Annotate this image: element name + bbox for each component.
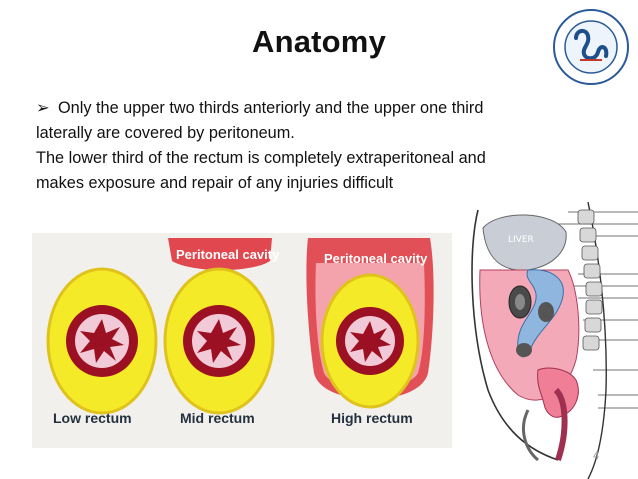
slide-body: ➢Only the upper two thirds anteriorly an… [36, 96, 606, 196]
text-line: laterally are covered by peritoneum. [36, 124, 295, 142]
peritoneal-cavity-label-mid: Peritoneal cavity [176, 247, 280, 262]
high-rectum-section [320, 273, 420, 409]
sagittal-abdomen-illustration: LIVER [471, 201, 638, 479]
rectum-cross-section-figure [32, 233, 452, 448]
bullet-arrow-icon: ➢ [36, 99, 50, 117]
peritoneal-cavity-mid [168, 238, 272, 270]
mid-rectum-label: Mid rectum [180, 410, 255, 426]
page-number: 4 [593, 450, 600, 462]
bullet-line: ➢Only the upper two thirds anteriorly an… [36, 96, 606, 121]
text-line: makes exposure and repair of any injurie… [36, 174, 394, 192]
low-rectum-label: Low rectum [53, 410, 132, 426]
mid-rectum-section [163, 267, 275, 415]
high-rectum-label: High rectum [331, 410, 413, 426]
text-line: The lower third of the rectum is complet… [36, 149, 486, 167]
low-rectum-section [46, 267, 158, 415]
peritoneal-cavity-label-high: Peritoneal cavity [324, 251, 428, 266]
liver-label: LIVER [508, 235, 534, 245]
society-logo [553, 9, 629, 85]
slide-title: Anatomy [251, 24, 387, 59]
